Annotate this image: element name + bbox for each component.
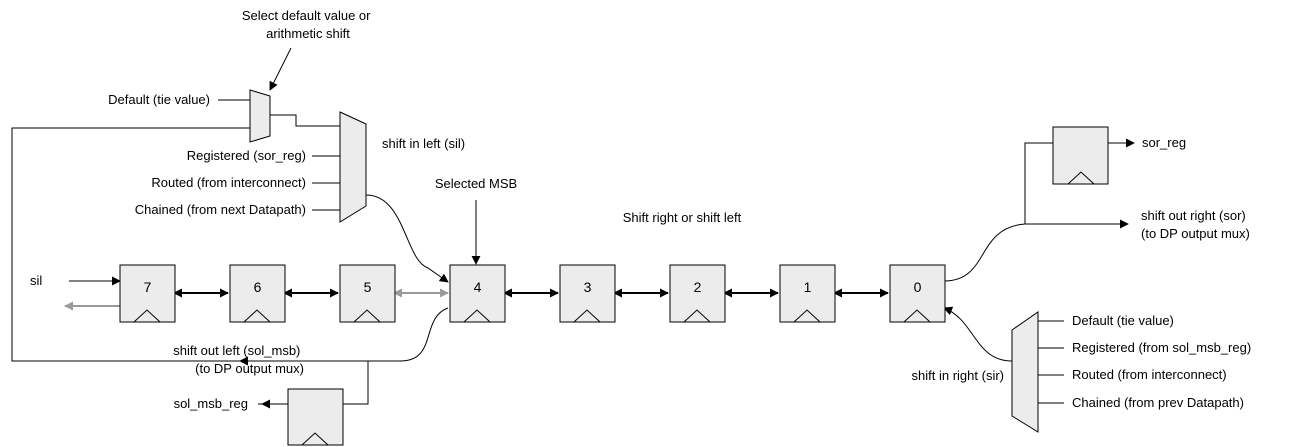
register-box (559, 264, 616, 323)
wires (11, 47, 1135, 409)
register-number: 0 (914, 279, 922, 295)
register-number: 1 (804, 279, 812, 295)
register-number: 5 (364, 279, 372, 295)
register-number: 6 (254, 279, 262, 295)
register-3: 3 (559, 264, 616, 323)
select-default-label: Select default value or arithmetic shift (242, 8, 374, 41)
clock-icon (463, 309, 491, 323)
routed-right-label: Routed (from interconnect) (1072, 367, 1227, 382)
register-box (229, 264, 286, 323)
clock-icon (683, 309, 711, 323)
shift-direction-label: Shift right or shift left (623, 210, 742, 225)
sor-reg-register (1052, 126, 1109, 185)
sol-msb-reg-register (287, 388, 344, 446)
register-box (339, 264, 396, 323)
shift-out-left-label: shift out left (sol_msb) (to DP output m… (173, 343, 304, 376)
register-number: 4 (474, 279, 482, 295)
shift-out-right-label: shift out right (sor) (to DP output mux) (1141, 208, 1250, 241)
shift-in-right-mux (1011, 311, 1039, 433)
register-1: 1 (779, 264, 836, 323)
register-number: 7 (144, 279, 152, 295)
clock-icon (793, 309, 821, 323)
register-6: 6 (229, 264, 286, 323)
registered-sor-label: Registered (sor_reg) (187, 148, 306, 163)
register-2: 2 (669, 264, 726, 323)
routed-left-label: Routed (from interconnect) (151, 175, 306, 190)
clock-icon (903, 309, 931, 323)
register-box (669, 264, 726, 323)
register-4: 4 (449, 264, 506, 323)
default-tie-left-label: Default (tie value) (108, 92, 210, 107)
chained-prev-label: Chained (from prev Datapath) (1072, 395, 1244, 410)
clock-icon (133, 309, 161, 323)
shift-in-left-label: shift in left (sil) (382, 136, 465, 151)
shift-in-left-mux (339, 111, 367, 223)
sor-reg-label: sor_reg (1142, 135, 1186, 150)
clock-icon (243, 309, 271, 323)
clock-icon (573, 309, 601, 323)
register-box (779, 264, 836, 323)
selected-msb-label: Selected MSB (435, 176, 517, 191)
register-7: 7 (119, 264, 176, 323)
sol-msb-reg-label: sol_msb_reg (174, 396, 248, 411)
registered-sol-label: Registered (from sol_msb_reg) (1072, 340, 1251, 355)
shift-register-chain: 7 6 5 4 3 2 1 0 (119, 264, 946, 323)
register-5: 5 (339, 264, 396, 323)
clock-icon (353, 309, 381, 323)
register-number: 3 (584, 279, 592, 295)
shift-in-right-label: shift in right (sir) (912, 368, 1004, 383)
register-0: 0 (889, 264, 946, 323)
register-box (119, 264, 176, 323)
chained-next-label: Chained (from next Datapath) (135, 202, 306, 217)
register-box (449, 264, 506, 323)
default-tie-right-label: Default (tie value) (1072, 313, 1174, 328)
register-box (889, 264, 946, 323)
sil-label: sil (30, 273, 42, 288)
register-number: 2 (694, 279, 702, 295)
default-select-mux (249, 89, 271, 143)
